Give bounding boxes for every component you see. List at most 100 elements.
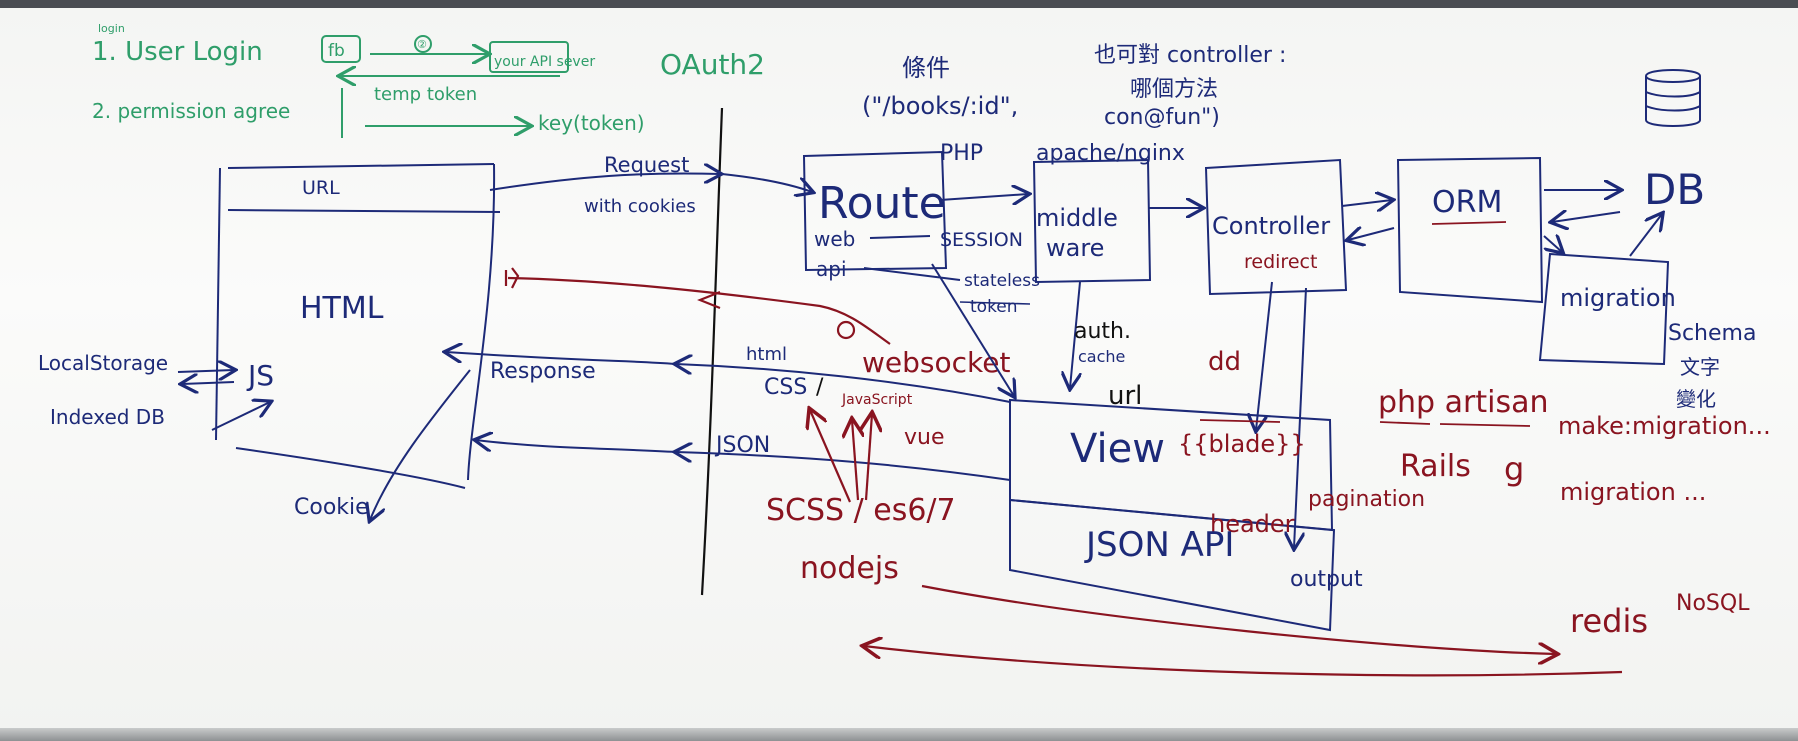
request-arrow [489,174,720,191]
dd-label: dd [1208,347,1241,377]
css-label: CSS [764,375,807,400]
make-migration-label: make:migration... [1558,412,1771,440]
stateless-label: stateless [964,271,1040,291]
api-server-label: your API sever [494,54,595,70]
nodejs-redis-arrow [921,584,1556,654]
output-label: output [1290,567,1363,592]
con-fun-label: con@fun") [1104,105,1220,130]
middleware-label-2: ware [1046,234,1104,262]
html-label: HTML [300,291,384,326]
api-server-box [489,41,569,73]
scss-to-css-arrow [810,410,852,503]
temp-token-label: temp token [374,84,477,105]
orm-label: ORM [1432,185,1502,220]
redirect-label: redirect [1244,251,1317,273]
schema-cn-label-2: 變化 [1676,387,1716,411]
route-to-middleware-arrow [939,194,1028,200]
websocket-line [507,276,891,345]
websocket-label: websocket [862,346,1010,379]
oauth-section [321,35,569,138]
condition-label: 條件 [902,54,950,82]
middleware-box [1032,158,1152,284]
response-arrow [446,352,677,365]
rails-label: Rails [1400,449,1471,484]
fb-box [321,35,361,63]
vue-label: vue [904,425,945,450]
controller-label: Controller [1212,212,1330,240]
route-label: Route [818,178,946,229]
database-icon [1645,69,1702,127]
view-label: View [1070,426,1165,472]
js-label: JS [246,359,274,392]
oauth-step1: 1. User Login [92,37,263,67]
response-cookie-arrow [370,369,471,520]
migration-rails-label: migration ... [1560,478,1706,506]
blade-underline [1199,419,1281,423]
orm-box [1396,156,1544,304]
api-stateless-line [863,267,961,281]
step-two-circle [414,35,432,53]
controller-note-label: 也可對 controller : [1094,43,1286,68]
pagination-label: pagination [1308,487,1425,512]
json-label: JSON [714,433,770,458]
json-api-box [1009,498,1336,632]
server-boxes [802,69,1702,632]
javascript-label: JavaScript [841,392,913,408]
json-api-label: JSON API [1084,525,1234,565]
json-to-browser-arrow [476,440,677,453]
whiteboard-marker-rail [0,728,1798,741]
response-json-arrow [676,452,1011,481]
client-server-divider [700,107,724,596]
route-box [802,150,948,272]
js-to-localstorage-arrow [182,382,235,384]
es-to-js-arrow [852,420,858,501]
redis-nodejs-arrow [864,646,1623,677]
url-server-label: url [1108,381,1142,411]
g-label: g [1504,450,1524,488]
url-label: URL [302,177,340,199]
cache-label: cache [1078,347,1125,366]
oauth-step1-note: login [98,22,125,35]
websocket-plug-icon [504,267,520,289]
controller-to-json-arrow [1294,287,1307,548]
migration-label: migration [1560,284,1676,312]
step-two-label: ② [417,38,427,51]
schema-label: Schema [1668,321,1756,346]
route-param-label: ("/books/:id", [862,92,1018,120]
controller-to-orm-arrow [1341,200,1392,206]
header-label: header [1210,510,1295,538]
web-session-line [869,235,931,239]
localstorage-label: LocalStorage [38,351,168,375]
indexeddb-label: Indexed DB [50,405,165,429]
browser-right-border [467,163,496,481]
orm-underline [1431,221,1507,225]
token-label: token [970,297,1018,317]
session-label: SESSION [940,229,1023,251]
migration-box [1538,252,1670,366]
response-html-arrow [676,364,1011,403]
oauth-title: OAuth2 [660,48,765,81]
db-to-orm-arrow [1552,212,1621,222]
es-to-vue-arrow [866,414,872,501]
browser-left-border [215,167,221,441]
nosql-label: NoSQL [1676,591,1750,616]
orm-to-controller-arrow [1348,228,1395,240]
api-label: api [816,257,847,281]
nodejs-label: nodejs [800,551,899,586]
indexeddb-arrow [211,402,270,431]
websocket-arrow-back [697,290,721,310]
with-cookies-label: with cookies [584,196,696,217]
route-to-view-arrow [931,263,1014,396]
localstorage-arrow [177,370,234,372]
request-to-route-arrow [721,173,812,192]
response-label: Response [490,359,596,384]
request-label: Request [604,153,689,177]
browser-section [177,163,501,520]
key-token-label: key(token) [538,111,645,135]
blade-label: {{blade}} [1178,430,1306,458]
controller-box [1204,158,1348,296]
orm-to-migration-arrow [1543,236,1562,252]
middleware-label-1: middle [1036,204,1118,232]
controller-to-view-arrow [1256,281,1273,430]
